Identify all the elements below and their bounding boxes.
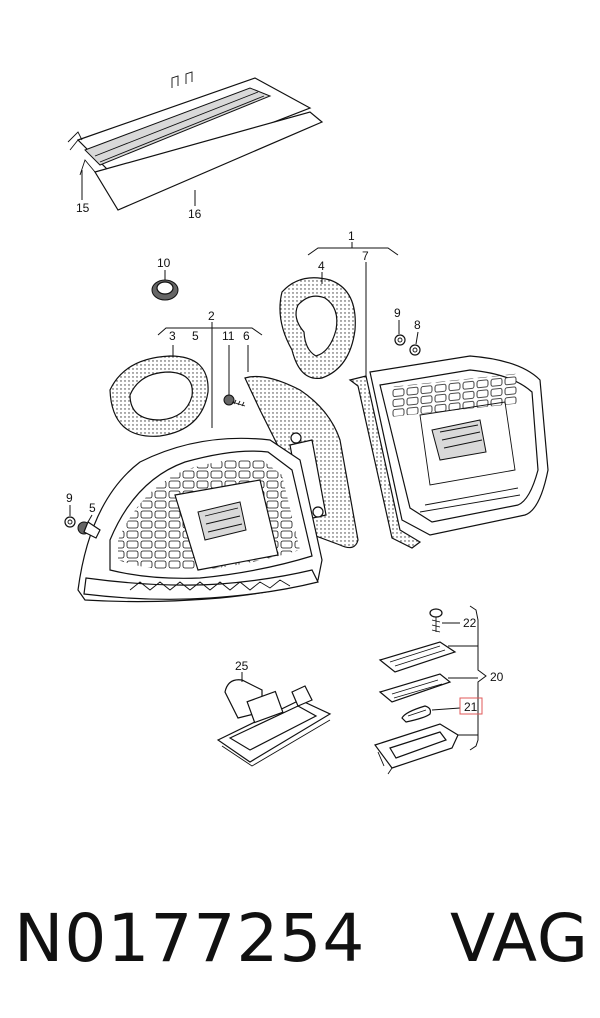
callout-15: 15 [76, 201, 90, 215]
inner-tail-lamp-right [369, 355, 549, 536]
seal-part-4 [279, 277, 356, 380]
callout-4: 4 [318, 259, 325, 273]
bulb-part-21 [401, 705, 432, 723]
screw-part-22 [429, 608, 443, 633]
grommet-part-10 [151, 279, 179, 301]
washer-part-8 [409, 344, 421, 356]
callout-11: 11 [222, 329, 235, 343]
callout-2: 2 [208, 309, 215, 323]
seal-part-3 [109, 355, 209, 437]
callout-9-right: 9 [394, 306, 401, 320]
callout-22: 22 [463, 616, 477, 630]
lamp-housing [374, 723, 459, 775]
lamp-cover-plate [378, 641, 457, 673]
callout-21-highlight-box [459, 697, 483, 715]
screw-part-11 [223, 394, 246, 407]
callout-9-left: 9 [66, 491, 73, 505]
lamp-lens-plate [378, 673, 452, 703]
callout-5-top: 5 [192, 329, 199, 343]
brand-name: VAG [449, 899, 589, 977]
callout-1: 1 [348, 229, 355, 243]
callout-21: 21 [464, 700, 478, 714]
callout-25: 25 [235, 659, 249, 673]
callout-20: 20 [490, 670, 504, 684]
callout-8: 8 [414, 318, 421, 332]
parts-diagram: 15 16 1 4 7 9 8 10 [64, 71, 549, 775]
nut-part-9-left [64, 516, 76, 528]
brake-light-assembly [67, 71, 324, 211]
stud-part-5 [77, 521, 101, 539]
callout-6: 6 [243, 329, 250, 343]
nut-part-9-right [394, 334, 406, 346]
callout-16: 16 [188, 207, 202, 221]
part-number: N0177254 [14, 899, 366, 977]
gasket-part-7 [348, 375, 422, 549]
callout-7: 7 [362, 249, 369, 263]
callout-5-left: 5 [89, 501, 96, 515]
callout-3: 3 [169, 329, 176, 343]
licence-plate-lamp-part-25 [216, 679, 332, 767]
footer: N0177254 VAG [14, 888, 589, 988]
callout-10: 10 [157, 256, 171, 270]
outer-tail-lamp-left [77, 437, 323, 603]
